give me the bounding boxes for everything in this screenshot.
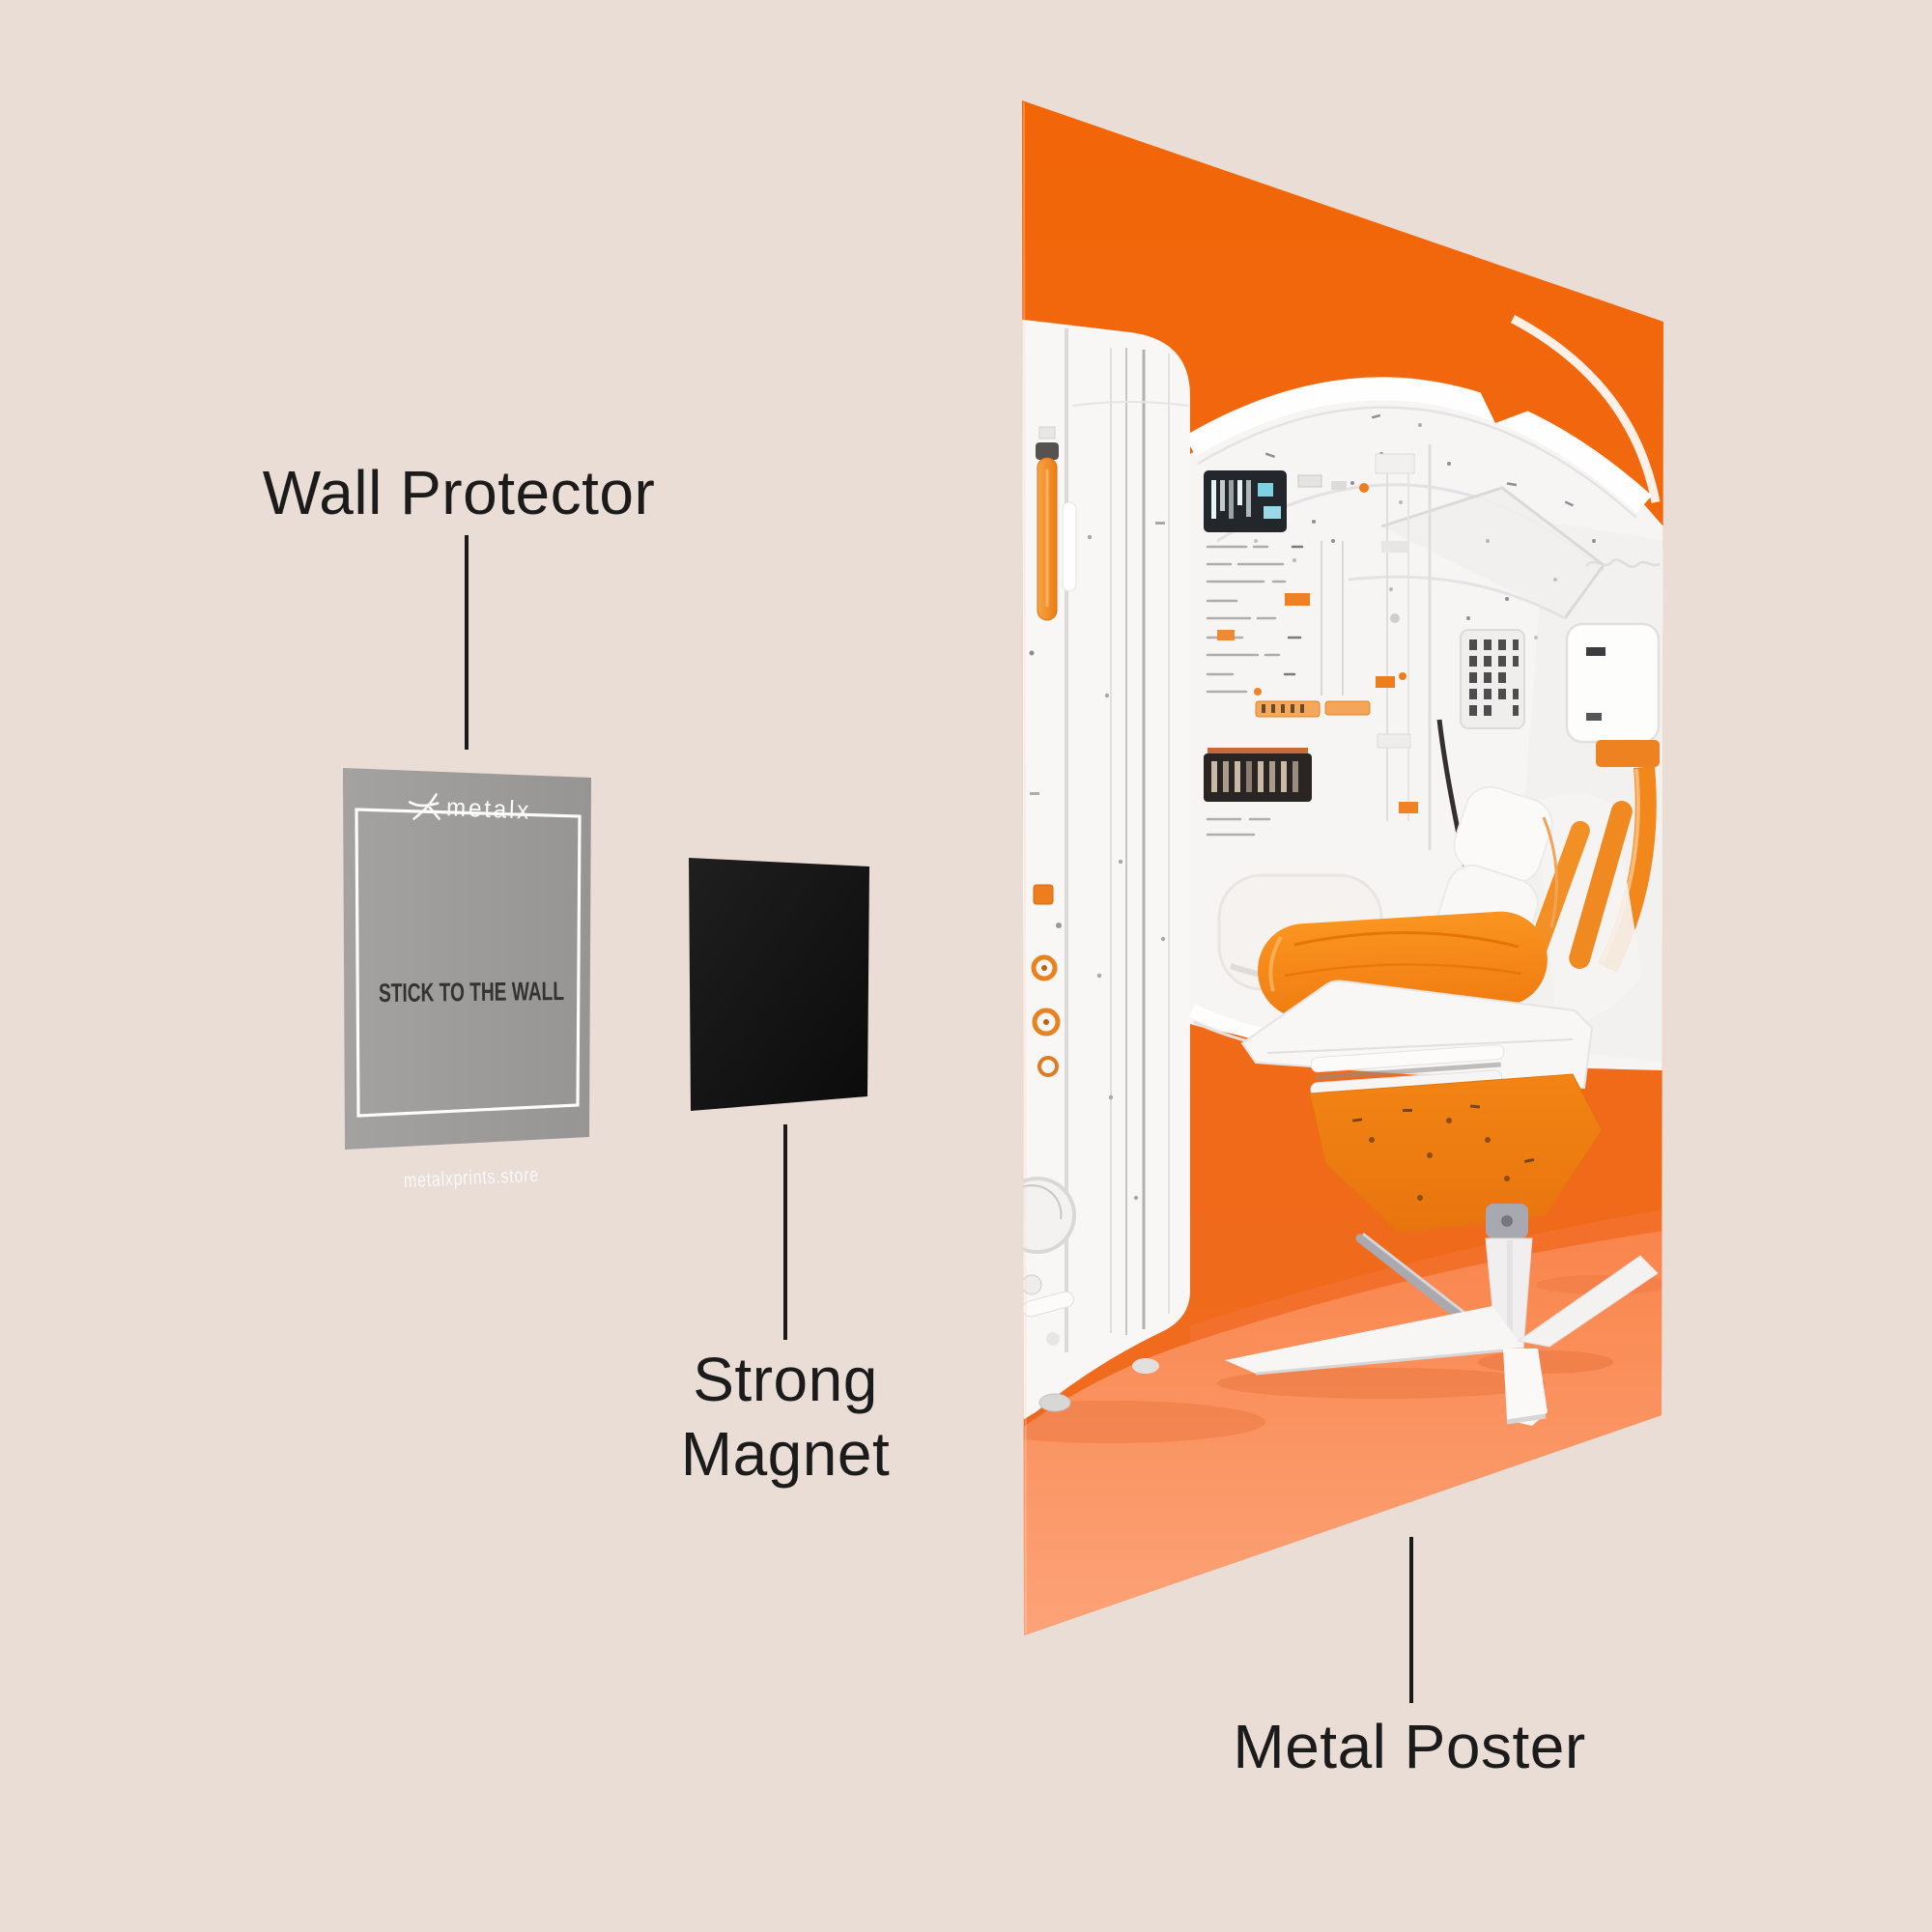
metal-poster-label: Metal Poster	[1233, 1712, 1586, 1781]
card-website: metalxprints.store	[403, 1164, 539, 1192]
handle-cap	[1036, 442, 1059, 460]
card-brand: metalx	[446, 792, 532, 824]
strong-magnet-label: Strong Magnet	[680, 1345, 891, 1489]
wall-box	[1565, 622, 1661, 767]
strong-magnet-connector-line	[783, 1124, 787, 1340]
dome-arch-band	[1183, 377, 1653, 513]
base-fin-right	[1517, 1255, 1659, 1348]
card-inner-border	[355, 808, 582, 1118]
base-fin-front	[1503, 1349, 1548, 1426]
control-panel	[1204, 444, 1432, 850]
machine-cabinet	[1022, 319, 1190, 1424]
seat-underpan	[1309, 1073, 1603, 1234]
wall-signature-squiggle	[1585, 558, 1661, 568]
metalx-logo-icon	[408, 793, 440, 820]
chair	[1225, 766, 1659, 1426]
orange-button-square	[1033, 884, 1054, 905]
card-message: STICK TO THE WALL	[379, 977, 564, 1008]
metal-poster	[1022, 100, 1663, 1635]
card-body	[343, 768, 591, 1150]
magnet	[689, 858, 869, 1111]
metal-poster-connector-line	[1409, 1537, 1413, 1703]
wall-protector-label: Wall Protector	[262, 458, 656, 527]
wall-protector-card: metalx STICK TO THE WALL metalxprints.st…	[343, 768, 591, 1192]
wall-protector-connector-line	[465, 535, 469, 750]
vent-grid	[1460, 629, 1525, 729]
base-fin-left	[1225, 1306, 1524, 1374]
